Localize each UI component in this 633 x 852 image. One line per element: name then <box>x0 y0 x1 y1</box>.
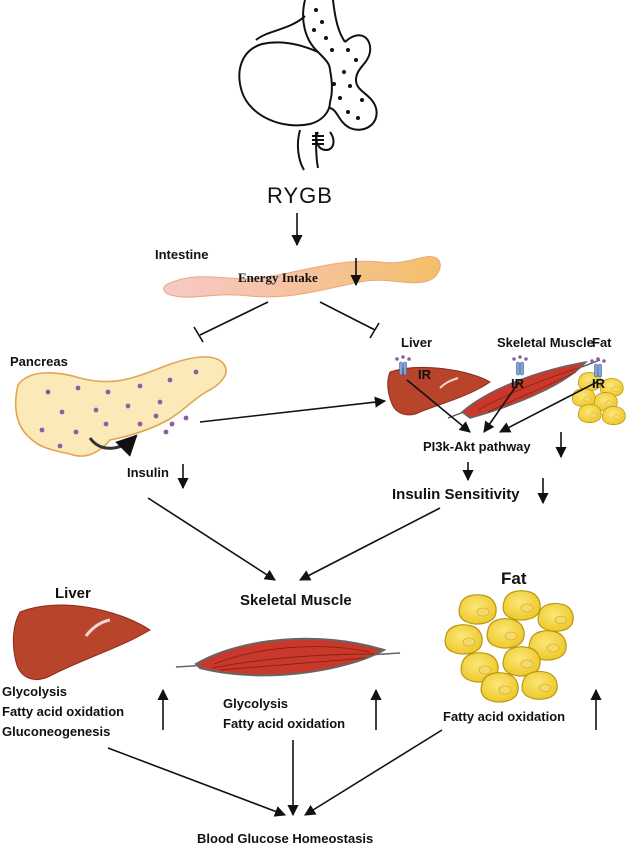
insulin-release-arrow <box>88 434 138 457</box>
liver-large-highlight <box>84 618 111 637</box>
fat-large-illustration <box>444 590 574 703</box>
arrow-pancreas-to-tissues <box>199 396 387 423</box>
intestine-illustration <box>163 256 441 298</box>
arrow-sensitivity-to-muscle <box>299 507 441 581</box>
intestine-label: Intestine <box>155 247 209 262</box>
inhibit-intestine-to-tissues <box>319 301 380 339</box>
liver-large-illustration <box>12 604 151 680</box>
liver-small-illustration <box>387 367 491 416</box>
muscle-ir-label: IR <box>511 376 524 391</box>
arrow-liver-to-outcome <box>107 747 287 817</box>
liver-heading: Liver <box>55 585 91 602</box>
center-skeletal-muscle-label: Skeletal Muscle <box>240 592 352 609</box>
target-muscle-label: Skeletal Muscle <box>497 335 594 350</box>
insulin-label: Insulin <box>127 465 169 480</box>
target-fat-label: Fat <box>592 335 612 350</box>
inhibit-intestine-to-pancreas <box>193 301 269 343</box>
muscle-insulin-receptor <box>511 354 529 376</box>
insulin-sensitivity-label: Insulin Sensitivity <box>392 486 520 503</box>
ir-to-pi3k-arrows <box>406 379 598 433</box>
arrow-insulin-to-muscle <box>147 497 276 581</box>
muscle-small-illustration <box>447 359 601 419</box>
muscle-process-2: Fatty acid oxidation <box>223 716 346 731</box>
fat-ir-label: IR <box>592 376 605 391</box>
rygb-label: RYGB <box>267 183 333 208</box>
liver-processes: Glycolysis Fatty acid oxidation Gluconeo… <box>2 682 124 742</box>
liver-process-1: Glycolysis <box>2 684 68 699</box>
stomach-content-dots <box>312 8 364 120</box>
outcome-label: Blood Glucose Homeostasis <box>197 831 374 846</box>
muscle-process-1: Glycolysis <box>223 696 289 711</box>
arrow-fat-to-outcome <box>304 729 443 816</box>
liver-small-highlight <box>439 377 459 389</box>
pi3k-akt-label: PI3k-Akt pathway <box>423 439 531 454</box>
energy-intake-label: Energy Intake <box>238 270 318 285</box>
pancreas-insulin-dots <box>39 369 199 449</box>
rygb-stomach-illustration <box>238 0 378 171</box>
muscle-processes: Glycolysis Fatty acid oxidation <box>223 694 345 734</box>
liver-process-3: Gluconeogenesis <box>2 724 111 739</box>
target-liver-label: Liver <box>401 335 433 350</box>
pancreas-label: Pancreas <box>10 354 68 369</box>
liver-process-2: Fatty acid oxidation <box>2 704 125 719</box>
fat-process-1: Fatty acid oxidation <box>443 709 566 724</box>
pancreas-illustration <box>14 356 227 457</box>
liver-ir-label: IR <box>418 367 431 382</box>
muscle-large-illustration <box>175 637 401 677</box>
fat-heading: Fat <box>501 569 527 588</box>
